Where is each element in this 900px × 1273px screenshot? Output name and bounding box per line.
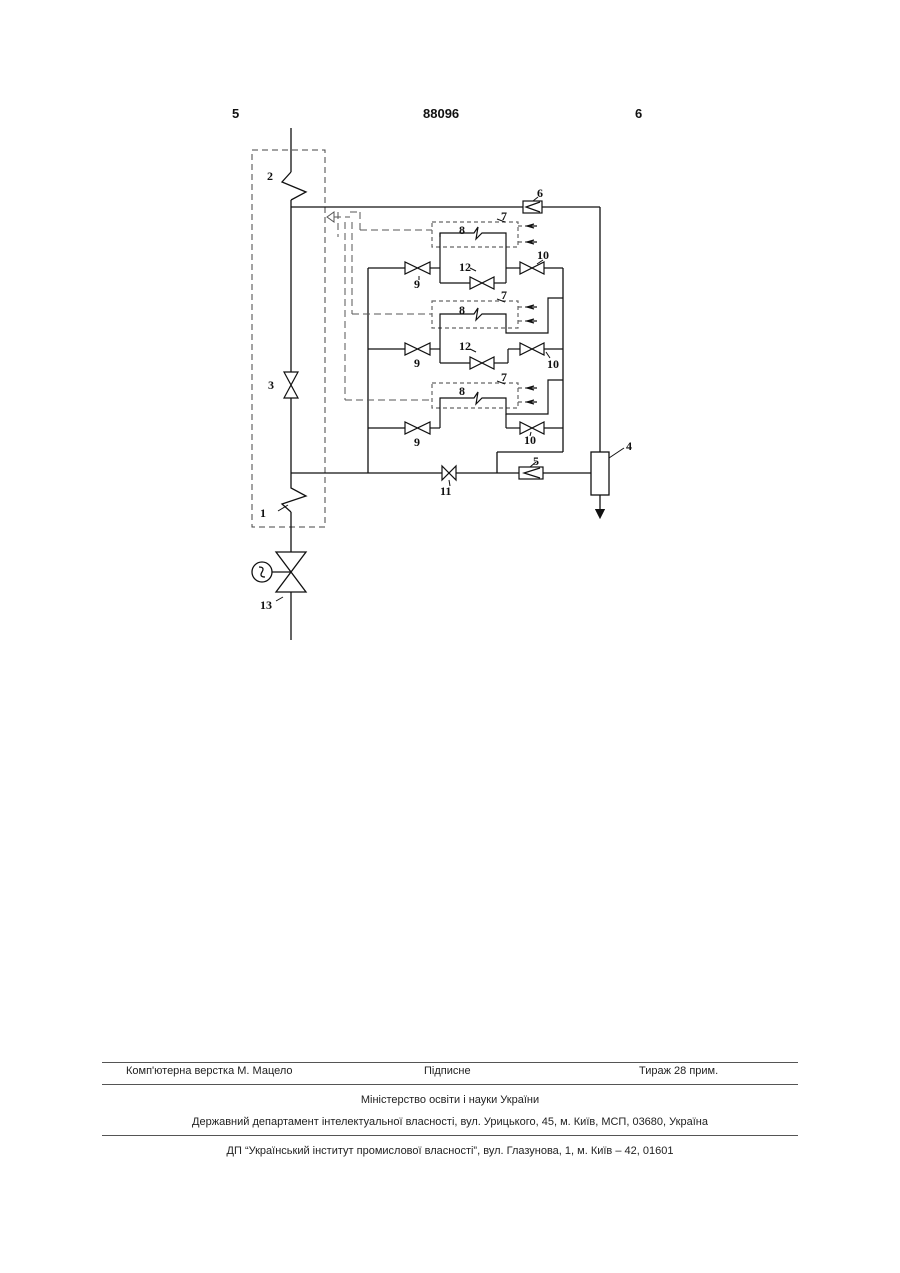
control-dashed-lines	[327, 212, 432, 400]
footer-rule-top	[102, 1062, 798, 1063]
label-8a: 8	[459, 223, 465, 237]
unit-row-2	[368, 298, 563, 369]
label-1: 1	[260, 506, 266, 520]
label-9b: 9	[414, 356, 420, 370]
subscription-label: Підписне	[424, 1065, 471, 1077]
label-4: 4	[626, 439, 632, 453]
label-8c: 8	[459, 384, 465, 398]
label-12b: 12	[459, 339, 471, 353]
label-7c: 7	[501, 370, 507, 384]
ministry-line: Міністерство освіти і науки України	[102, 1094, 798, 1106]
label-2: 2	[267, 169, 273, 183]
valve-3: 3	[268, 372, 298, 398]
separator-4: 4	[591, 439, 632, 514]
bottom-pipe	[291, 268, 591, 473]
label-10c: 10	[524, 433, 536, 447]
label-6: 6	[537, 186, 543, 200]
label-5: 5	[533, 454, 539, 468]
check-valve-6: 6	[523, 186, 543, 213]
valve-13: 13	[252, 552, 306, 612]
top-pipe	[291, 207, 600, 452]
label-10a: 10	[537, 248, 549, 262]
department-line: Державний департамент інтелектуальної вл…	[102, 1116, 798, 1128]
heat-exchanger-2: 2	[267, 169, 273, 183]
label-13: 13	[260, 598, 272, 612]
label-9a: 9	[414, 277, 420, 291]
label-12a: 12	[459, 260, 471, 274]
institute-line: ДП “Український інститут промислової вла…	[102, 1145, 798, 1157]
layout-credit: Комп'ютерна верстка М. Мацело	[126, 1065, 293, 1077]
footer-rule-middle	[102, 1084, 798, 1085]
label-8b: 8	[459, 303, 465, 317]
main-vertical-line	[282, 128, 306, 640]
label-11: 11	[440, 484, 451, 498]
label-7b: 7	[501, 288, 507, 302]
heat-exchanger-1: 1	[260, 505, 288, 520]
label-7a: 7	[501, 209, 507, 223]
footer-rule-bottom	[102, 1135, 798, 1136]
label-9c: 9	[414, 435, 420, 449]
check-valve-5: 5	[519, 454, 543, 479]
valve-11: 11	[440, 466, 456, 498]
unit-row-3	[368, 380, 563, 436]
label-3: 3	[268, 378, 274, 392]
schematic-diagram: 2 3 1 13 6 4	[0, 0, 900, 700]
label-10b: 10	[547, 357, 559, 371]
circulation-label: Тираж 28 прим.	[639, 1065, 718, 1077]
